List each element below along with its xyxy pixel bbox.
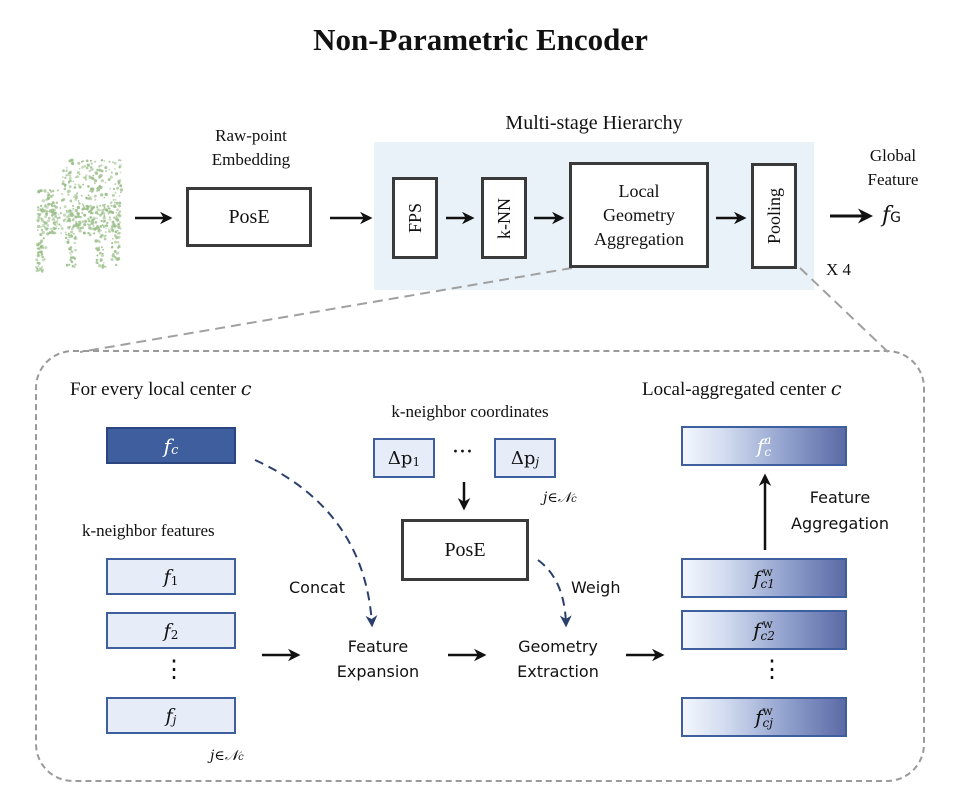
- global-label-line2: Feature: [867, 170, 919, 189]
- lga-line1: Local: [618, 181, 660, 201]
- feature-expansion-label: Feature Expansion: [318, 634, 438, 684]
- knn-box: k-NN: [481, 177, 527, 259]
- concat-label: Concat: [289, 578, 345, 597]
- fps-box: FPS: [392, 177, 438, 259]
- fw-c1-sub: c1: [760, 577, 775, 591]
- fw-c1-sup: w: [762, 565, 773, 579]
- j-in-nc-bottom: j∈𝒩c: [210, 748, 244, 764]
- fw-cj-symbol: f: [755, 705, 763, 729]
- global-feature-label: Global Feature: [848, 144, 938, 192]
- ellipsis-horizontal: ···: [452, 440, 473, 465]
- zoom-line-right: [799, 267, 889, 353]
- global-label-line1: Global: [869, 146, 917, 165]
- pose-box-top: PosE: [186, 187, 312, 247]
- global-feature-symbol: fG: [882, 203, 901, 228]
- j-in-nc-top-sub: c: [571, 494, 577, 505]
- detail-region: [35, 350, 925, 782]
- neighbor-features-label: k-neighbor features: [82, 521, 215, 540]
- delta-p1-sub: 1: [412, 455, 421, 469]
- j-in-nc-top: j∈𝒩c: [543, 490, 577, 506]
- fw-cj-sub: cj: [762, 716, 773, 730]
- pooling-box: Pooling: [751, 163, 797, 269]
- delta-pj-sub: j: [535, 455, 540, 469]
- raw-point-label-line1: Raw-point: [215, 126, 287, 145]
- pose-box-detail: PosE: [401, 519, 529, 581]
- local-center-label: For every local center c: [70, 378, 252, 401]
- delta-pj: Δp: [510, 447, 536, 469]
- feature-aggregation-line1: Feature: [809, 488, 871, 507]
- delta-p1: Δp: [387, 447, 413, 469]
- neighbor-coords-label: k-neighbor coordinates: [391, 402, 549, 421]
- point-cloud-chair-icon: [34, 158, 124, 273]
- f2-sub: 2: [170, 627, 179, 642]
- pose-label-detail: PosE: [444, 538, 486, 561]
- raw-point-label-line2: Embedding: [211, 150, 291, 169]
- multistage-label: Multi-stage Hierarchy: [505, 112, 683, 134]
- fca-symbol: f: [756, 434, 765, 458]
- geometry-extraction-line2: Extraction: [517, 662, 599, 681]
- fw-c2-symbol: f: [753, 618, 761, 642]
- fw-cj-sup: w: [762, 704, 773, 718]
- f1-sub: 1: [170, 573, 179, 588]
- feature-aggregation-label: Feature Aggregation: [780, 485, 900, 537]
- dashed-arrow-pose-to-extraction: [537, 559, 572, 628]
- local-center-var: c: [240, 378, 252, 400]
- aggregated-center-var: c: [830, 378, 842, 400]
- fw-c2-sub: c2: [760, 629, 775, 643]
- fj-sub: j: [172, 712, 177, 727]
- weigh-label: Weigh: [571, 578, 621, 597]
- j-in-nc-bottom-sub: c: [238, 752, 244, 763]
- lga-line3: Aggregation: [594, 229, 684, 249]
- lga-box: Local Geometry Aggregation: [569, 162, 709, 268]
- j-in-nc-top-text: j∈𝒩: [543, 490, 572, 506]
- f1-symbol: f: [163, 565, 171, 588]
- fca-sub: c: [764, 445, 772, 459]
- raw-point-embedding-label: Raw-point Embedding: [176, 124, 326, 172]
- fca-sup: a: [764, 433, 772, 447]
- diagram-title: Non-Parametric Encoder: [313, 22, 648, 57]
- local-center-text: For every local center: [70, 379, 237, 400]
- j-in-nc-bottom-text: j∈𝒩: [210, 748, 239, 764]
- aggregated-center-text: Local-aggregated center: [642, 379, 827, 400]
- ellipsis-vertical-left: ⋮: [162, 655, 186, 683]
- global-f: f: [882, 203, 891, 228]
- f2-symbol: f: [163, 619, 171, 642]
- fj-symbol: f: [165, 704, 173, 727]
- knn-label: k-NN: [493, 197, 514, 239]
- fc-sub: c: [171, 443, 179, 458]
- global-sub: G: [890, 210, 902, 226]
- fw-c1-symbol: f: [753, 566, 761, 590]
- pooling-label: Pooling: [763, 187, 784, 244]
- zoom-line-left: [79, 267, 573, 353]
- lga-line2: Geometry: [603, 205, 675, 225]
- feature-expansion-line1: Feature: [347, 637, 409, 656]
- aggregated-center-label: Local-aggregated center c: [642, 378, 841, 401]
- geometry-extraction-line1: Geometry: [518, 637, 598, 656]
- fw-c2-sup: w: [762, 617, 773, 631]
- repeat-label: X 4: [826, 260, 852, 279]
- dashed-arrow-fc-to-expansion: [254, 459, 378, 628]
- feature-expansion-line2: Expansion: [336, 662, 420, 681]
- pose-label-top: PosE: [228, 205, 270, 228]
- fps-label: FPS: [404, 202, 425, 234]
- fc-symbol: f: [163, 433, 172, 458]
- ellipsis-vertical-right: ⋮: [760, 655, 784, 683]
- feature-aggregation-line2: Aggregation: [791, 514, 889, 533]
- geometry-extraction-label: Geometry Extraction: [496, 634, 620, 684]
